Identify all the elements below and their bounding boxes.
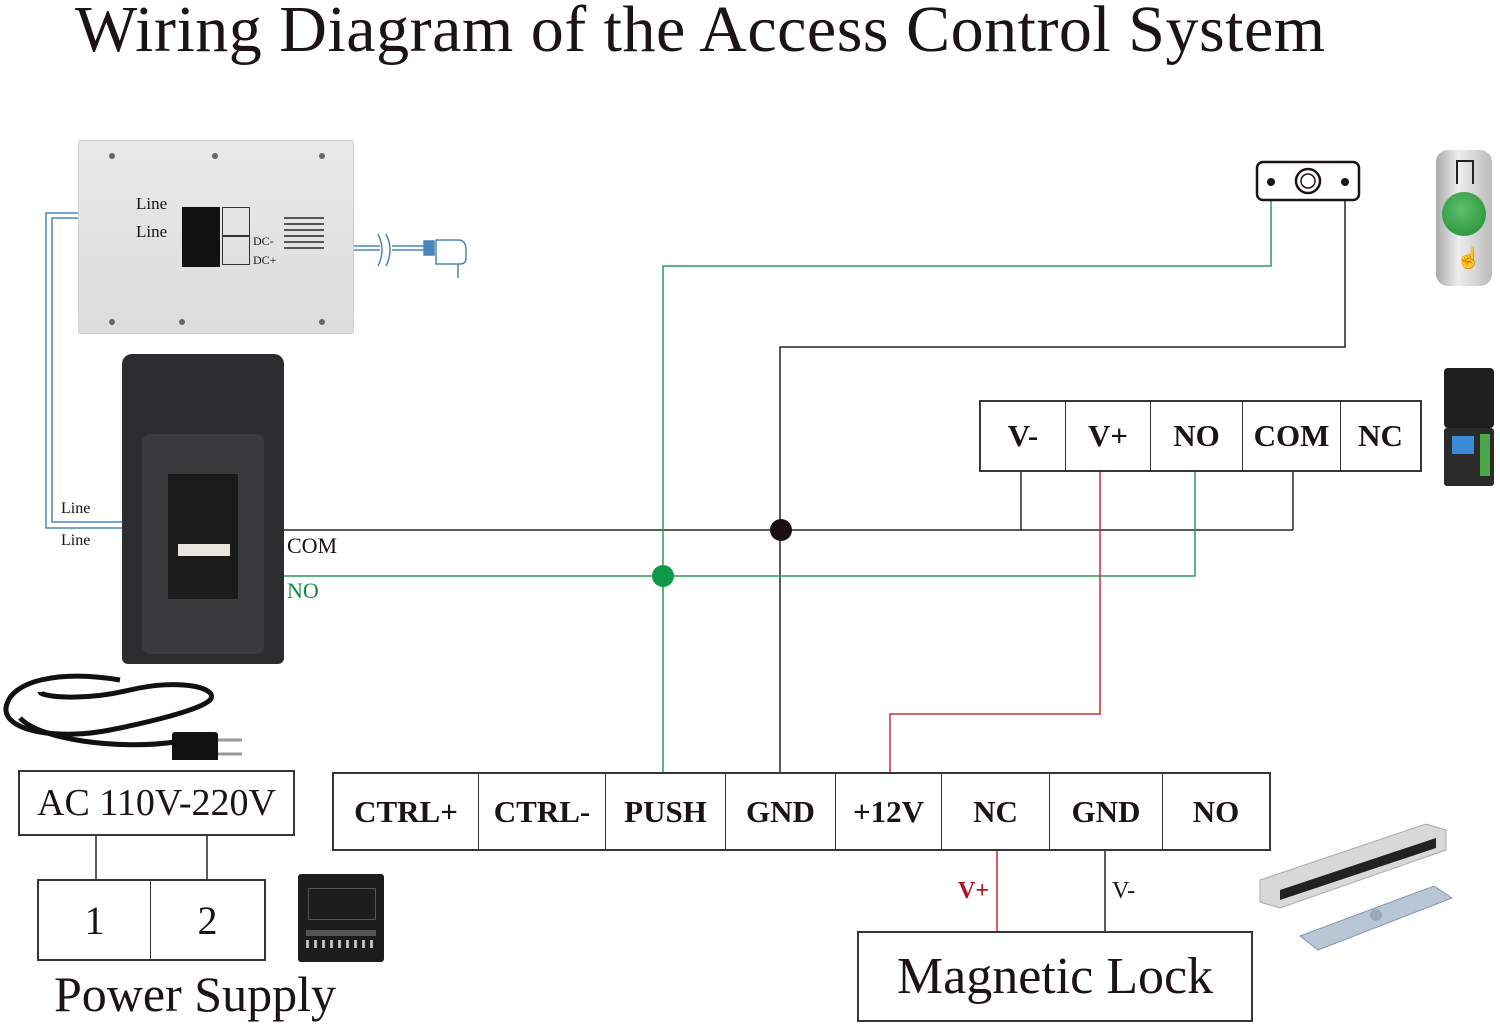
exit-button-icon: ☝ — [1436, 150, 1492, 286]
controller-terminal: CTRL+ — [334, 774, 479, 849]
controller-terminal: PUSH — [606, 774, 726, 849]
black-wires — [95, 182, 1346, 932]
monitor-terminal-port — [182, 207, 220, 267]
relay-terminal: NC — [1358, 418, 1403, 453]
power-terminal: 2 — [197, 897, 218, 943]
outdoor-station-icon — [122, 354, 284, 664]
power-terminal-block: 1 2 — [37, 879, 266, 961]
wire-no-main — [201, 470, 1196, 577]
wire-relay-vplus — [889, 470, 1101, 772]
relay-terminal-block: V- V+ NO COM NC — [979, 400, 1422, 472]
controller-terminal: CTRL- — [479, 774, 606, 849]
relay-terminal: V- — [981, 402, 1066, 470]
lock-vminus-label: V- — [1112, 878, 1136, 904]
station-line-label-1: Line — [61, 500, 91, 517]
relay-terminal: NO — [1151, 402, 1243, 470]
magnetic-lock-box: Magnetic Lock — [857, 931, 1253, 1022]
station-connector — [178, 544, 230, 556]
monitor-line-label-2: Line — [136, 222, 168, 241]
cable-break-icon — [377, 233, 391, 267]
controller-terminal: NC — [942, 774, 1050, 849]
exit-button-terminal-icon — [1255, 160, 1361, 202]
indoor-monitor-icon — [78, 140, 354, 334]
wire-gnd-exit — [779, 182, 1346, 772]
wire-push-exit — [662, 182, 1272, 772]
power-supply-box-icon — [298, 874, 384, 962]
controller-terminal: GND — [1050, 774, 1163, 849]
power-terminal: 1 — [39, 881, 152, 959]
relay-terminal: COM — [1243, 402, 1341, 470]
dc-adapter-icon — [423, 239, 467, 278]
power-cord-icon — [3, 673, 242, 760]
ac-input-box: AC 110V-220V — [18, 770, 295, 836]
station-no-label: NO — [287, 578, 319, 603]
controller-terminal: +12V — [836, 774, 942, 849]
ac-input-label: AC 110V-220V — [37, 782, 276, 824]
monitor-line-label-1: Line — [136, 194, 168, 213]
magnetic-lock-icon — [1259, 823, 1454, 951]
magnetic-lock-label: Magnetic Lock — [896, 948, 1214, 1005]
power-supply-caption: Power Supply — [54, 966, 336, 1022]
station-line-label-2: Line — [61, 532, 91, 549]
station-com-label: COM — [287, 533, 338, 558]
monitor-dc-minus-label: DC- — [253, 234, 274, 248]
junction-green — [652, 565, 674, 587]
controller-terminal: NO — [1192, 793, 1240, 829]
junction-black — [770, 519, 792, 541]
relay-terminal: V+ — [1066, 402, 1151, 470]
hand-pointer-icon: ☝ — [1456, 246, 1481, 270]
wireless-relay-receiver-icon — [1440, 368, 1496, 488]
controller-terminal: GND — [726, 774, 836, 849]
lock-vplus-label: V+ — [958, 878, 990, 904]
monitor-dc-plus-label: DC+ — [253, 253, 277, 267]
diagram-title: Wiring Diagram of the Access Control Sys… — [75, 0, 1326, 66]
red-wires — [889, 470, 1101, 932]
controller-terminal-block: CTRL+ CTRL- PUSH GND +12V NC GND NO — [332, 772, 1271, 851]
green-wires — [201, 182, 1272, 772]
